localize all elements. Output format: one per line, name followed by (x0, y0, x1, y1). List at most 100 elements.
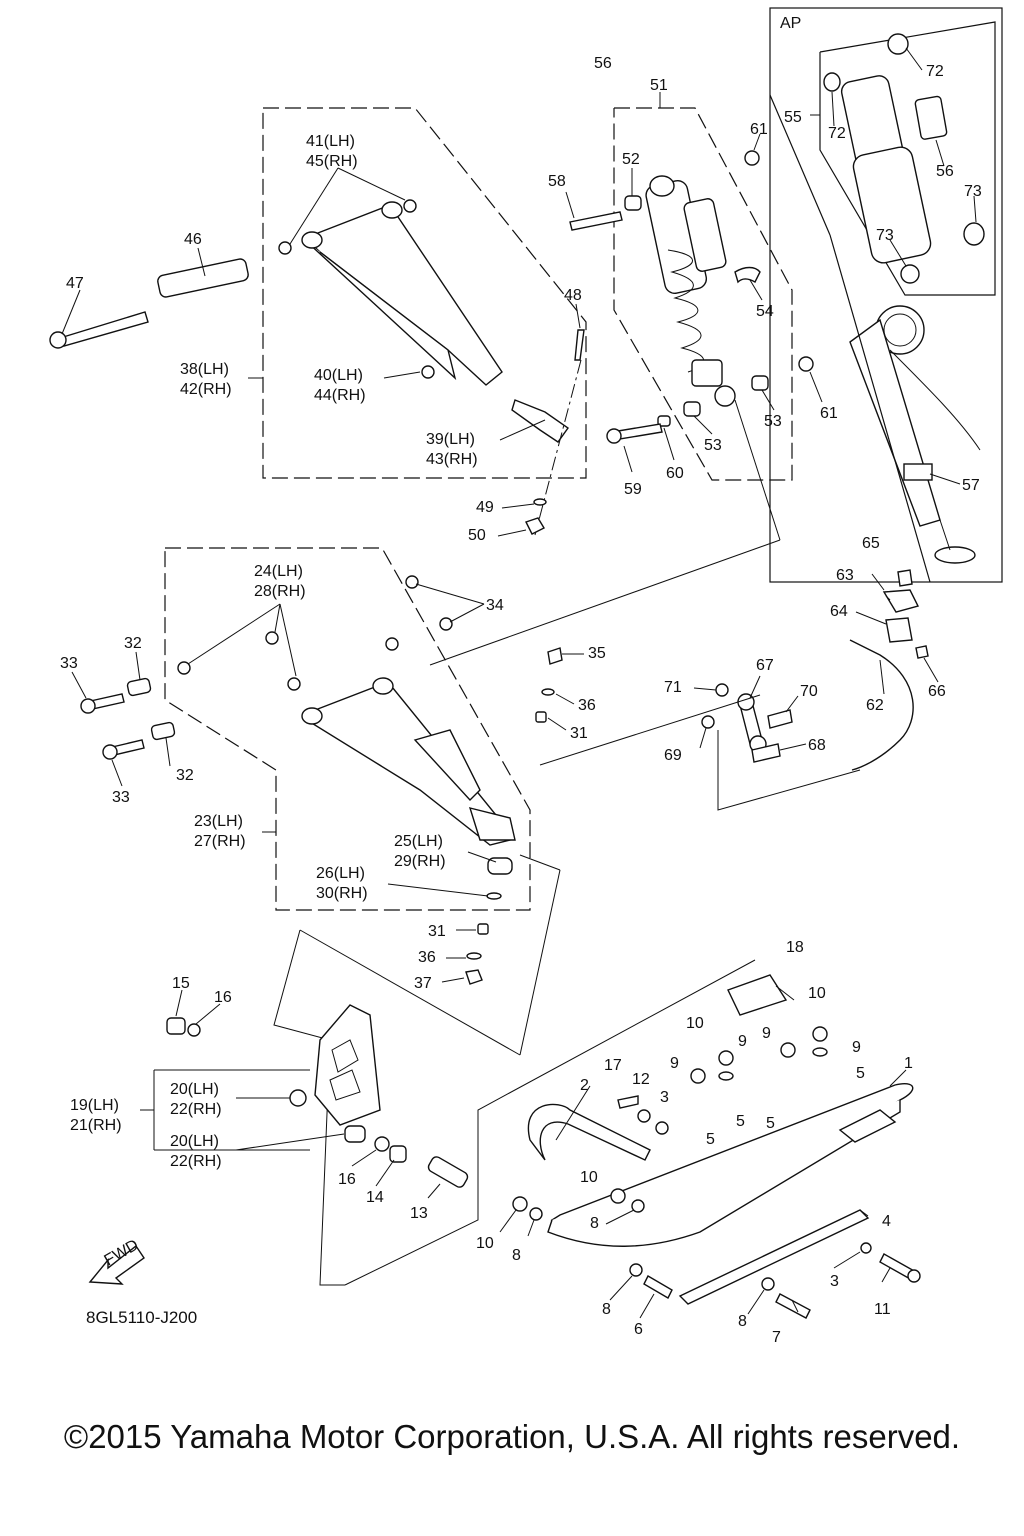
nut-9a (690, 1068, 706, 1084)
callout-39: 39(LH) (426, 431, 475, 448)
callout-58: 58 (548, 173, 566, 190)
callout-20-top: 20(LH) (170, 1081, 219, 1098)
callout-10-c: 10 (686, 1015, 704, 1032)
callout-1: 1 (904, 1055, 913, 1072)
upper-arm (301, 201, 503, 386)
collar-52 (624, 195, 642, 211)
nut-31b (477, 923, 489, 935)
bolt-47 (59, 311, 149, 347)
washer-9c (718, 1071, 734, 1081)
callout-40: 40(LH) (314, 367, 363, 384)
fwd-arrow-icon: FWD (88, 1237, 145, 1285)
washer-8d (631, 1199, 645, 1213)
callout-64: 64 (830, 603, 848, 620)
nut-10d (812, 1026, 828, 1042)
callout-22-bottom: 22(RH) (170, 1153, 222, 1170)
bracket-64 (885, 617, 913, 643)
callout-34: 34 (486, 597, 504, 614)
nut-40 (421, 365, 435, 379)
rear-shock-absorber-ap (823, 33, 985, 284)
callout-37: 37 (414, 975, 432, 992)
callout-2: 2 (580, 1077, 589, 1094)
bolt-7 (775, 1293, 811, 1319)
collar-32b (150, 721, 176, 741)
collar-61-top (744, 150, 760, 166)
callout-72-left: 72 (828, 125, 846, 142)
ap-inner-box (819, 21, 996, 296)
callout-56-ap: 56 (936, 163, 954, 180)
lower-arm (301, 677, 516, 846)
bushing-lower-a (177, 661, 191, 675)
bushing-24a (405, 575, 419, 589)
collar-46 (157, 258, 249, 298)
bolt-68 (751, 743, 781, 763)
callout-18: 18 (786, 939, 804, 956)
callout-73-right: 73 (964, 183, 982, 200)
spindle-19 (314, 1004, 381, 1126)
bushing-15 (166, 1017, 186, 1035)
washer-3b (860, 1242, 872, 1254)
bracket-63 (882, 589, 920, 613)
callout-10-a: 10 (476, 1235, 494, 1252)
callout-72-top: 72 (926, 63, 944, 80)
washer-9d (812, 1047, 828, 1057)
callout-16-bottom: 16 (338, 1171, 356, 1188)
callout-14: 14 (366, 1189, 384, 1206)
bushing-20b (344, 1125, 366, 1143)
ski-handle-2 (527, 1103, 651, 1161)
callout-33-top: 33 (60, 655, 78, 672)
bushing-45 (278, 241, 292, 255)
callout-28: 28(RH) (254, 583, 306, 600)
callout-45: 45(RH) (306, 153, 358, 170)
callout-8-a: 8 (602, 1301, 611, 1318)
callout-21: 21(RH) (70, 1117, 122, 1134)
callout-61-bottom: 61 (820, 405, 838, 422)
callout-67: 67 (756, 657, 774, 674)
callout-10-b: 10 (580, 1169, 598, 1186)
callout-10-d: 10 (808, 985, 826, 1002)
nitrogen-gauge-tool (849, 305, 981, 564)
callout-56-top: 56 (594, 55, 612, 72)
callout-8-c: 8 (512, 1247, 521, 1264)
callout-4: 4 (882, 1213, 891, 1230)
callout-73-left: 73 (876, 227, 894, 244)
callout-62: 62 (866, 697, 884, 714)
callout-36-bottom: 36 (418, 949, 436, 966)
callout-54: 54 (756, 303, 774, 320)
callout-22-top: 22(RH) (170, 1101, 222, 1118)
callout-17: 17 (604, 1057, 622, 1074)
callout-9-c: 9 (852, 1039, 861, 1056)
spacer-60 (657, 415, 671, 427)
ball-joint-25 (487, 857, 513, 875)
bushing-28a (385, 637, 399, 651)
callout-50: 50 (468, 527, 486, 544)
washer-16a (187, 1023, 201, 1037)
callout-52: 52 (622, 151, 640, 168)
callout-70: 70 (800, 683, 818, 700)
clip-54 (734, 266, 761, 284)
nut-10a (512, 1196, 528, 1212)
ap-label: AP (780, 15, 801, 32)
callout-11: 11 (874, 1301, 891, 1318)
callout-44: 44(RH) (314, 387, 366, 404)
collar-14 (389, 1145, 407, 1163)
callout-9-b: 9 (762, 1025, 771, 1042)
wear-bar-4 (678, 1209, 870, 1305)
callout-27: 27(RH) (194, 833, 246, 850)
callout-65: 65 (862, 535, 880, 552)
callout-5-c: 5 (766, 1115, 775, 1132)
copyright-notice: ©2015 Yamaha Motor Corporation, U.S.A. A… (63, 1418, 961, 1455)
callout-13: 13 (410, 1205, 428, 1222)
washer-26 (486, 892, 502, 900)
callout-9-a: 9 (738, 1033, 747, 1050)
ap-assembly-box (769, 7, 1003, 583)
callout-32-top: 32 (124, 635, 142, 652)
washer-8b (761, 1277, 775, 1291)
collar-32a (126, 677, 152, 697)
bolt-58 (569, 211, 623, 231)
callout-24: 24(LH) (254, 563, 303, 580)
bolt-70 (767, 709, 793, 729)
nut-71 (715, 683, 729, 697)
pin-13 (427, 1156, 469, 1188)
callout-8-d: 8 (590, 1215, 599, 1232)
